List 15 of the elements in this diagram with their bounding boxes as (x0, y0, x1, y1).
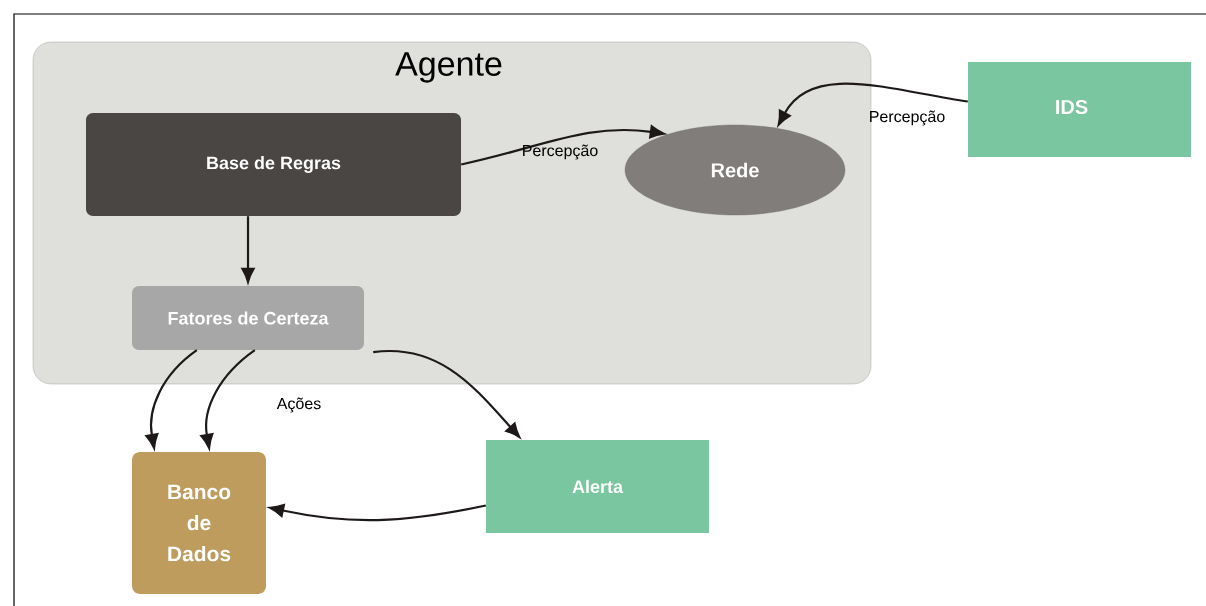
arrow (145, 349, 198, 449)
arrow (269, 504, 487, 522)
rules-box: Base de Regras (86, 113, 461, 216)
process-box: Fatores de Certeza (132, 286, 364, 350)
arrow (241, 216, 255, 283)
arrow (200, 349, 256, 449)
ids-box: IDS (968, 62, 1191, 157)
arrow (460, 125, 665, 166)
arrow (373, 350, 521, 438)
edge-label: Percepção (523, 144, 598, 160)
edge-label: Percepção (870, 110, 945, 126)
alert-box: Alerta (486, 440, 709, 533)
note-label: Ações (276, 397, 321, 413)
arrow (777, 82, 968, 126)
database-box: Banco de Dados (132, 452, 266, 594)
